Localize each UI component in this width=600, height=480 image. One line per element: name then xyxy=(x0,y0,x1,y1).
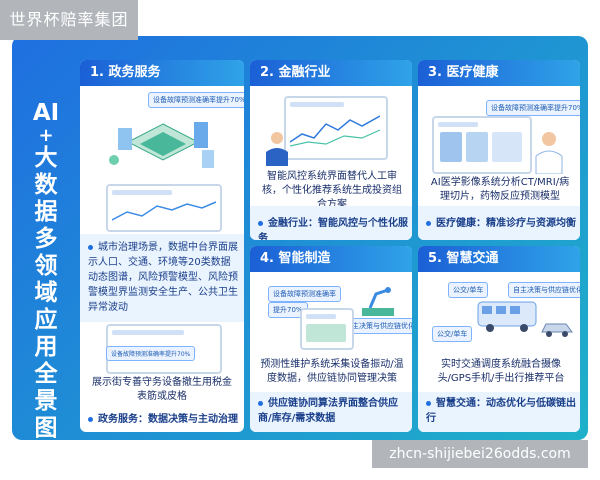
doctor-icon xyxy=(535,132,563,174)
watermark-url: zhcn-shijiebei26odds.com xyxy=(372,440,588,468)
risk-control-screen xyxy=(284,96,388,160)
infographic-poster: AI + 大 数 据 多 领 域 应 用 全 景 图 1. 政务服务 设备故障预… xyxy=(12,36,588,442)
bullet-dot xyxy=(426,220,431,226)
panel-title: 3. 医疗健康 xyxy=(418,60,580,86)
bullet-dot xyxy=(258,220,263,226)
panel-caption: 预测性维护系统采集设备振动/温度数据，供应链协同管理决策 xyxy=(260,359,404,384)
title-char: 全 xyxy=(34,361,58,387)
panel-summary: 政务服务：数据决策与主动治理 xyxy=(88,412,242,427)
factory-screen xyxy=(300,308,354,350)
stat-badge: 设备故障预测准确率 xyxy=(268,286,341,302)
stat-badge: 自主决策与供应链优化 xyxy=(508,282,580,298)
stat-badge: 设备故障预测准确率提升70% xyxy=(106,346,196,361)
bullet-dot xyxy=(426,400,431,406)
panel-summary: 智慧交通：动态优化与低碳链出行 xyxy=(426,398,576,424)
summary-band xyxy=(250,206,412,240)
analytics-screen: 设备故障预测准确率提升70% xyxy=(106,324,222,374)
panel-summary: 供应链协同算法界面整合供应商/库存/需求数据 xyxy=(258,398,398,424)
title-char: AI xyxy=(32,100,60,126)
panel-caption: 实时交通调度系统融合摄像头/GPS手机/手出行推荐平台 xyxy=(437,359,565,384)
title-char: 图 xyxy=(34,415,58,441)
panel-manufacturing: 4. 智能制造 设备故障预测准确率 提升70% 自主决策与供应链优化 预测性维护… xyxy=(250,246,412,432)
title-char: 用 xyxy=(34,334,58,360)
summary-band xyxy=(418,206,580,240)
robot-arm-icon xyxy=(362,287,394,316)
panel-traffic: 5. 智慧交通 公交/单车 自主决策与供应链优化 公交/单车 实时交通调度系统融… xyxy=(418,246,580,432)
brand-label: 世界杯赔率集团 xyxy=(0,0,138,40)
title-char: 数 xyxy=(34,172,58,198)
stat-badge: 设备故障预测准确率提升70% xyxy=(486,100,580,116)
description-band xyxy=(80,234,244,322)
title-char: 应 xyxy=(34,307,58,333)
title-char: 域 xyxy=(34,280,58,306)
panel-summary: 金融行业：智能风控与个性化服务 xyxy=(258,218,408,240)
vertical-title: AI + 大 数 据 多 领 域 应 用 全 景 图 xyxy=(12,100,80,442)
bullet-dot xyxy=(258,400,263,406)
panel-government: 1. 政务服务 设备故障预测准确率提升70% 城市治理场景，数据中台界面展示人口… xyxy=(80,60,244,432)
title-char: 领 xyxy=(34,253,58,279)
stat-badge: 公交/单车 xyxy=(448,282,489,298)
stat-badge: 设备故障预测准确率提升70% xyxy=(148,92,244,108)
panel-finance: 2. 金融行业 智能风控系统界面替代人工审核，个性化推荐系统生成投资组合方案 金… xyxy=(250,60,412,240)
panel-title: 1. 政务服务 xyxy=(80,60,244,86)
panel-title: 4. 智能制造 xyxy=(250,246,412,272)
isometric-server-illustration xyxy=(109,122,214,168)
bullet-dot xyxy=(88,416,93,422)
description-text: 城市治理场景，数据中台界面展示人口、交通、环境等20类数据动态图谱，风险预警模型… xyxy=(88,240,238,315)
panel-caption: AI医学影像系统分析CT/MRI/病理切片，药物反应预测模型 xyxy=(430,177,570,202)
title-char: 大 xyxy=(34,145,58,171)
title-char: 景 xyxy=(34,388,58,414)
person-icon xyxy=(266,132,288,166)
bullet-dot xyxy=(88,244,93,250)
panel-health: 3. 医疗健康 设备故障预测准确率提升70% AI医学影像系统分析CT/MRI/… xyxy=(418,60,580,240)
medical-imaging-screen xyxy=(432,116,532,174)
car-icon xyxy=(541,323,573,337)
title-char: 多 xyxy=(34,226,58,252)
stat-badge: 公交/单车 xyxy=(432,326,473,342)
panel-title: 5. 智慧交通 xyxy=(418,246,580,272)
title-char: + xyxy=(38,125,54,146)
title-char: 据 xyxy=(34,199,58,225)
panel-summary: 医疗健康：精准诊疗与资源均衡 xyxy=(426,216,580,231)
panel-caption: 智能风控系统界面替代人工审核，个性化推荐系统生成投资组合方案 xyxy=(262,171,402,210)
dashboard-screen xyxy=(106,184,222,232)
summary-band xyxy=(250,392,412,432)
description: 城市治理场景，数据中台界面展示人口、交通、环境等20类数据动态图谱，风险预警模型… xyxy=(88,242,238,313)
panel-title: 2. 金融行业 xyxy=(250,60,412,86)
summary-band xyxy=(418,392,580,432)
bus-icon xyxy=(477,301,537,332)
panel-caption: 展示街专善守务设备撤生用税金表筋或皮格 xyxy=(92,377,232,402)
